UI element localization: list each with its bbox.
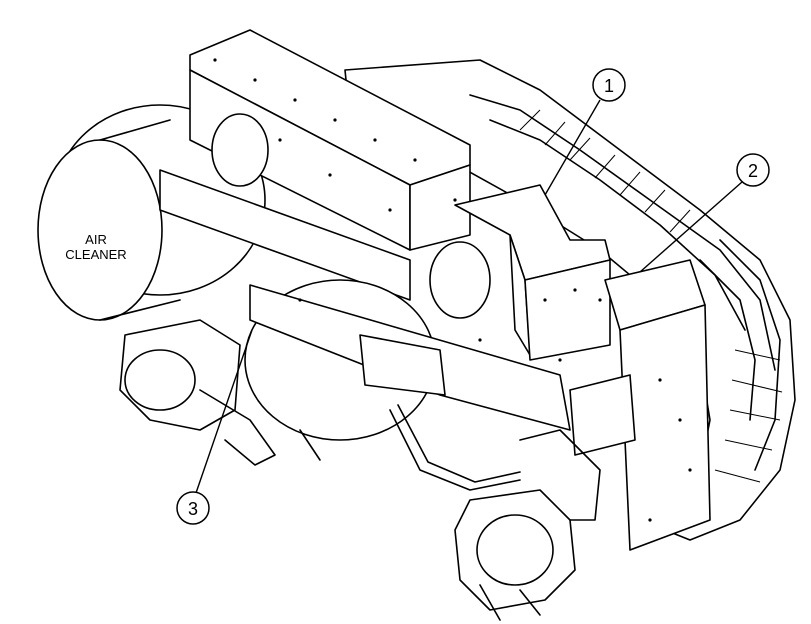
left-turbocharger [119, 319, 276, 466]
air-cleaner-label-line2: CLEANER [65, 247, 126, 262]
air-cleaner-label-line1: AIR [85, 232, 107, 247]
callout-2-number: 2 [748, 161, 758, 181]
upper-duct [454, 184, 611, 361]
callout-1: 1 [544, 68, 626, 196]
rivets [213, 58, 692, 522]
callout-1-number: 1 [604, 76, 614, 96]
piping [299, 404, 521, 491]
right-housing [569, 259, 711, 551]
bottom-turbocharger [454, 429, 601, 621]
callout-3-number: 3 [188, 499, 198, 519]
middle-panel [249, 284, 571, 431]
air-cleaner-face [37, 139, 163, 321]
callout-2: 2 [639, 153, 770, 273]
callout-3: 3 [176, 329, 253, 525]
